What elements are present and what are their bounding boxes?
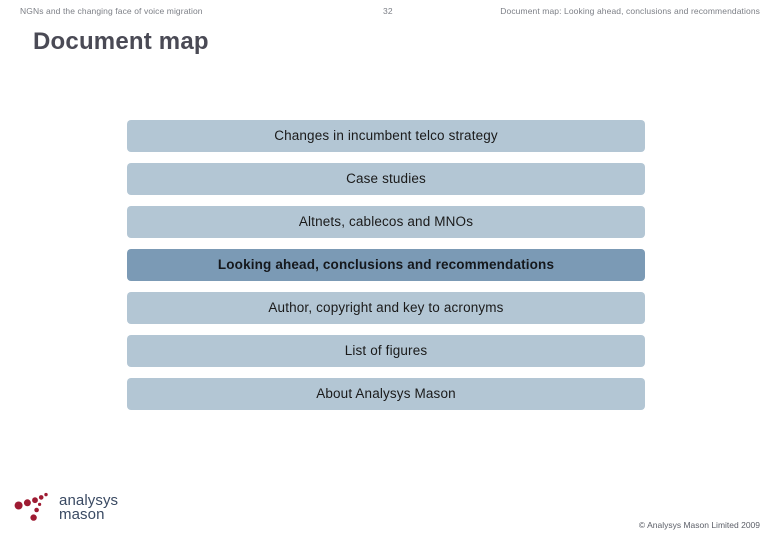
document-map-item-list-of-figures[interactable]: List of figures [127, 335, 645, 367]
copyright-notice: © Analysys Mason Limited 2009 [638, 520, 760, 530]
document-map-item-label: Changes in incumbent telco strategy [274, 128, 498, 144]
header-page-number: 32 [383, 6, 393, 16]
document-map-list: Changes in incumbent telco strategy Case… [127, 120, 645, 421]
document-map-item-label: Case studies [346, 171, 426, 187]
logo-wordmark-line2: mason [59, 505, 105, 523]
document-map-item-label: Altnets, cablecos and MNOs [298, 214, 474, 230]
logo-wordmark-line1: analysys [59, 492, 119, 509]
document-map-item-label: Author, copyright and key to acronyms [268, 300, 504, 316]
document-map-item-label: List of figures [344, 343, 428, 359]
document-map-item-author-copyright-and-key-to-acronyms[interactable]: Author, copyright and key to acronyms [127, 292, 645, 324]
logo-wordmark: analysys mason [59, 492, 119, 523]
logo-dots-icon [14, 492, 48, 521]
page-title: Document map [33, 28, 209, 55]
document-map-item-looking-ahead-conclusions-and-recommendations[interactable]: Looking ahead, conclusions and recommend… [127, 249, 645, 281]
document-map-item-label: About Analysys Mason [316, 386, 456, 402]
document-map-item-changes-in-incumbent-telco-strategy[interactable]: Changes in incumbent telco strategy [127, 120, 645, 152]
header-section-title: Document map: Looking ahead, conclusions… [500, 6, 760, 16]
header-report-title: NGNs and the changing face of voice migr… [20, 6, 203, 16]
document-map-item-about-analysys-mason[interactable]: About Analysys Mason [127, 378, 645, 410]
document-map-item-case-studies[interactable]: Case studies [127, 163, 645, 195]
document-map-item-label: Looking ahead, conclusions and recommend… [217, 257, 555, 273]
slide-header: NGNs and the changing face of voice migr… [0, 6, 780, 20]
document-map-item-altnets-cablecos-and-mnos[interactable]: Altnets, cablecos and MNOs [127, 206, 645, 238]
analysys-mason-logo: analysys mason [14, 489, 134, 531]
